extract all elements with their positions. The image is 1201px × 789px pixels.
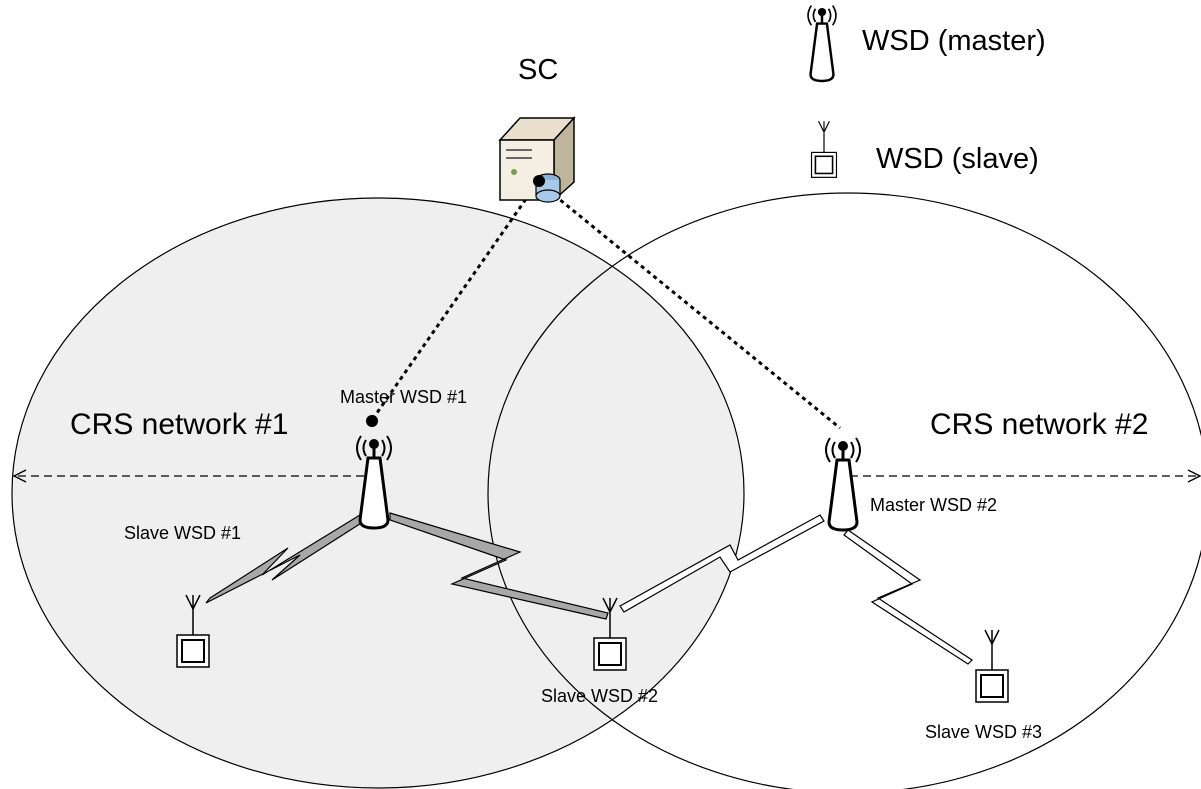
server-label: SC xyxy=(518,54,559,86)
wireless-link-master2-slave3 xyxy=(843,529,973,665)
wireless-link-master2-slave2 xyxy=(619,514,825,613)
server-icon xyxy=(498,116,576,203)
range-arrow-network-1 xyxy=(12,469,368,483)
master-wsd-2-label: Master WSD #2 xyxy=(870,495,998,515)
slave-wsd-3-label: Slave WSD #3 xyxy=(925,722,1043,742)
network-2-label: CRS network #2 xyxy=(930,408,1149,441)
master-wsd-2-icon xyxy=(824,436,862,532)
slave-wsd-3-icon xyxy=(975,629,1009,703)
slave-wsd-2-label: Slave WSD #2 xyxy=(541,686,659,706)
legend-master-label: WSD (master) xyxy=(862,25,1046,57)
crs-network-2-area xyxy=(487,192,1201,789)
slave-wsd-1-label: Slave WSD #1 xyxy=(124,523,242,543)
legend-slave-icon xyxy=(810,120,838,179)
network-1-label: CRS network #1 xyxy=(70,408,289,441)
master-wsd-1-label: Master WSD #1 xyxy=(340,387,468,407)
legend-slave-label: WSD (slave) xyxy=(876,143,1039,175)
legend-master-icon xyxy=(806,4,838,83)
backhaul-link-2 xyxy=(547,188,841,430)
wireless-link-master1-slave2 xyxy=(389,512,609,620)
range-arrow-network-2 xyxy=(850,469,1201,483)
